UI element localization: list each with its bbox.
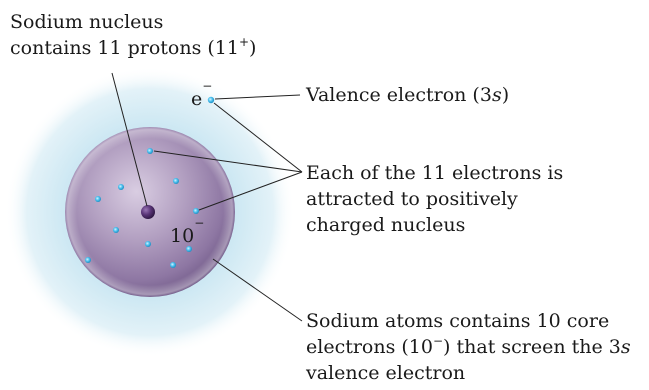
attraction-label-line3: charged nucleus <box>306 212 563 238</box>
core-electron <box>85 257 91 263</box>
nucleus <box>141 205 155 219</box>
core-charge-sup: − <box>194 216 204 230</box>
attraction-label: Each of the 11 electrons is attracted to… <box>306 160 563 238</box>
core-electron <box>95 196 101 202</box>
core-charge-number: 10 <box>170 225 194 247</box>
core-electron <box>145 241 151 247</box>
valence-label-text: Valence electron (3 <box>306 84 492 106</box>
core-label: Sodium atoms contains 10 core electrons … <box>306 308 631 386</box>
core-electron <box>118 184 124 190</box>
nucleus-label-text: contains 11 protons (11 <box>10 37 239 59</box>
attraction-label-line2: attracted to positively <box>306 186 563 212</box>
attraction-label-line1: Each of the 11 electrons is <box>306 160 563 186</box>
core-label-line3: valence electron <box>306 360 631 386</box>
core-electron <box>113 227 119 233</box>
core-label-text-mid: ) that screen the 3 <box>443 336 621 358</box>
core-label-line2: electrons (10−) that screen the 3s <box>306 334 631 360</box>
core-label-charge-sup: − <box>433 334 443 348</box>
core-label-orbital-italic: s <box>621 336 631 358</box>
nucleus-label-close: ) <box>249 37 256 59</box>
nucleus-charge-sup: + <box>239 35 249 49</box>
electron-charge-sup: − <box>202 79 212 93</box>
core-electron <box>170 262 176 268</box>
valence-orbital-italic: s <box>492 84 502 106</box>
nucleus-label: Sodium nucleus contains 11 protons (11+) <box>10 9 256 61</box>
electron-symbol: e <box>191 88 202 110</box>
core-electron <box>173 178 179 184</box>
valence-electron-symbol: e− <box>191 86 212 112</box>
valence-label: Valence electron (3s) <box>306 82 509 108</box>
nucleus-label-line2: contains 11 protons (11+) <box>10 35 256 61</box>
core-electron <box>147 148 153 154</box>
core-charge-label: 10− <box>170 223 204 249</box>
nucleus-label-line1: Sodium nucleus <box>10 9 256 35</box>
core-label-line1: Sodium atoms contains 10 core <box>306 308 631 334</box>
core-electron <box>193 208 199 214</box>
valence-label-close: ) <box>502 84 509 106</box>
core-label-text: electrons (10 <box>306 336 433 358</box>
